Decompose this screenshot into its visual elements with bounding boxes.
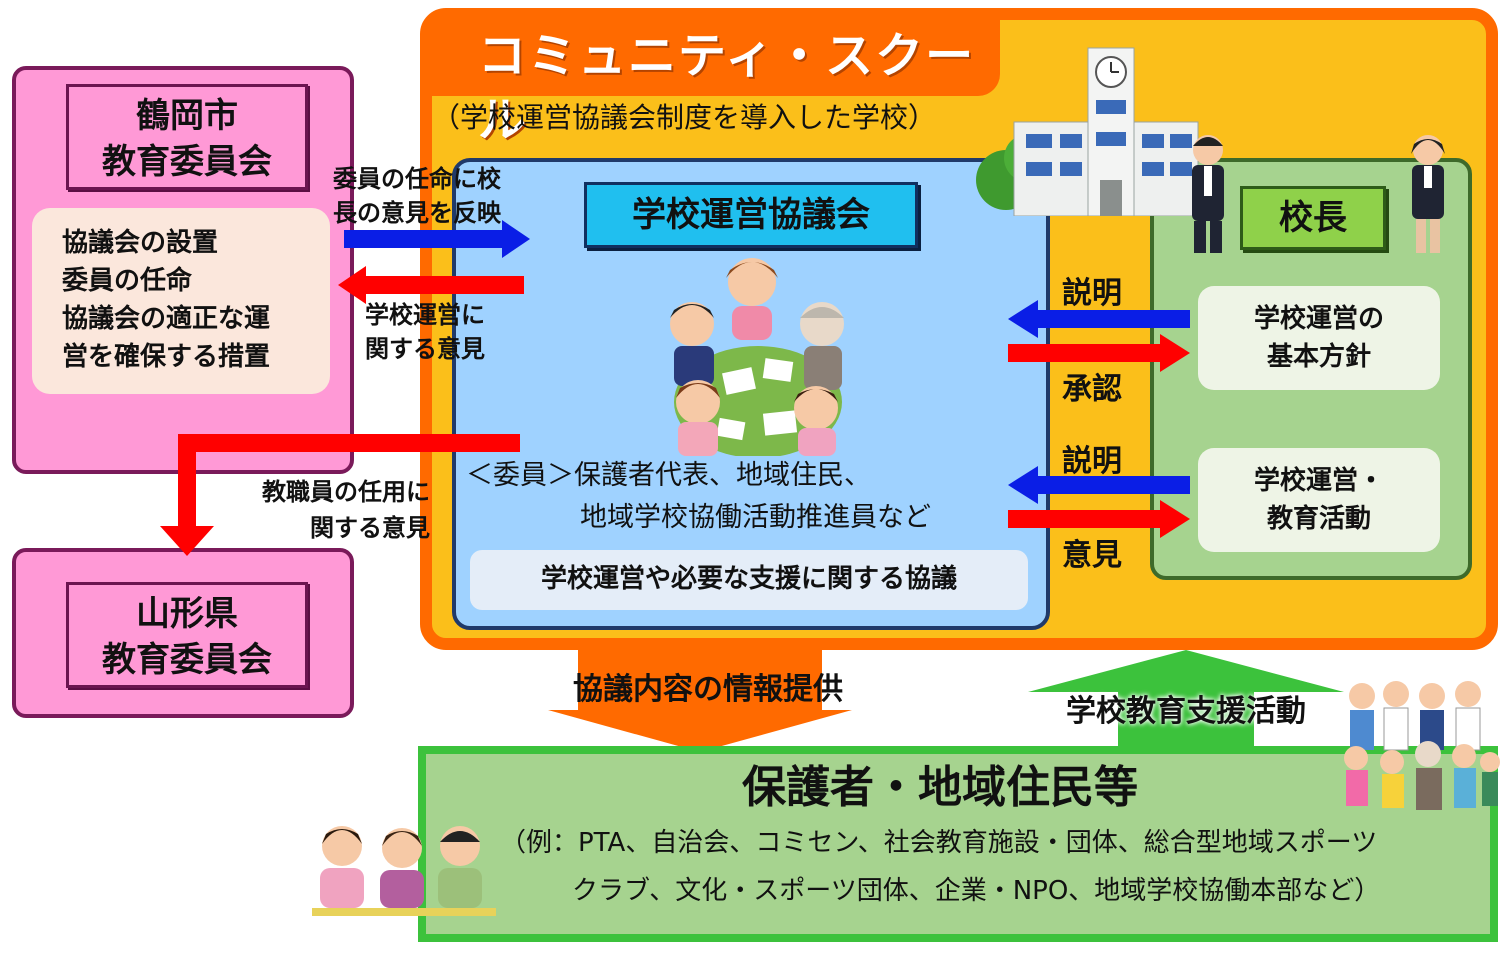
- council-members-line2: 地域学校協働活動推進員など: [580, 502, 931, 533]
- tsuruoka-title-line2: 教育委員会: [102, 142, 272, 182]
- arrow-support-activity: [1028, 650, 1344, 752]
- community-school-title-tab: [432, 20, 1000, 96]
- mgmt-opinion-line2: 関する意見: [365, 335, 485, 363]
- council-deliberation-box: 学校運営や必要な支援に関する協議: [470, 550, 1028, 610]
- community-box: [418, 746, 1498, 942]
- arrow-approve: [1008, 334, 1190, 372]
- management-opinion-label: 学校運営に 関する意見: [350, 298, 500, 366]
- duty-item: 協議会の設置: [62, 228, 219, 258]
- policy-box: 学校運営の 基本方針: [1198, 286, 1440, 390]
- policy-line2: 基本方針: [1266, 342, 1371, 372]
- school-building-illustration: [976, 47, 1199, 216]
- info-provide-label: 協議内容の情報提供: [573, 672, 843, 707]
- staff-opinion-line1: 教職員の任用に: [262, 478, 430, 506]
- appointment-line2: 長の意見を反映: [333, 199, 501, 227]
- council-members-line1: ＜委員＞保護者代表、地域住民、: [466, 460, 871, 491]
- tsuruoka-duties-box: 協議会の設置 委員の任命 協議会の適正な運 営を確保する措置: [32, 208, 330, 394]
- appointment-label: 委員の任命に校 長の意見を反映: [318, 162, 516, 230]
- yamagata-board-title: 山形県 教育委員会: [66, 582, 308, 688]
- tsuruoka-title-line1: 鶴岡市: [136, 96, 238, 136]
- staff-opinion-line2: 関する意見: [310, 514, 430, 542]
- duty-item: 協議会の適正な運: [62, 304, 271, 334]
- arrow-appointment: [344, 220, 530, 258]
- opinion-label: 意見: [1062, 538, 1122, 573]
- arrow-info-provide: [548, 650, 852, 752]
- duty-item: 営を確保する措置: [62, 342, 271, 372]
- meeting-illustration: [670, 258, 844, 456]
- principal-title: 校長: [1240, 186, 1386, 250]
- education-activity-box: 学校運営・ 教育活動: [1198, 448, 1440, 552]
- arrow-management-opinion: [338, 266, 524, 304]
- staff-opinion-label: 教職員の任用に 関する意見: [230, 474, 430, 546]
- community-examples-line2: クラブ、文化・スポーツ団体、企業・NPO、地域学校協働本部など）: [572, 876, 1381, 906]
- arrow-explain-policy: [1008, 300, 1190, 338]
- community-school-subtitle: （学校運営協議会制度を導入した学校）: [432, 101, 937, 134]
- policy-line1: 学校運営の: [1253, 304, 1384, 334]
- appointment-line1: 委員の任命に校: [333, 165, 501, 193]
- arrow-explain-activity: [1008, 466, 1190, 504]
- arrow-opinion: [1008, 500, 1190, 538]
- yamagata-title-line1: 山形県: [136, 594, 238, 634]
- explain-label-2: 説明: [1062, 444, 1122, 479]
- mgmt-opinion-line1: 学校運営に: [365, 301, 485, 329]
- residents-illustration: [312, 826, 496, 916]
- school-council-title: 学校運営協議会: [584, 182, 918, 248]
- activity-line1: 学校運営・: [1253, 466, 1384, 496]
- support-activity-label: 学校教育支援活動: [1066, 694, 1306, 729]
- approve-label: 承認: [1062, 372, 1122, 407]
- duty-item: 委員の任命: [62, 266, 193, 296]
- community-title: 保護者・地域住民等: [742, 762, 1138, 813]
- principal-people-illustration: [1192, 135, 1445, 253]
- crowd-illustration: [1344, 681, 1500, 810]
- community-school-title: コミュニティ・スクール: [478, 28, 976, 148]
- arrow-staff-opinion: [160, 434, 520, 556]
- explain-label-1: 説明: [1062, 276, 1122, 311]
- tsuruoka-board-title: 鶴岡市 教育委員会: [66, 84, 308, 190]
- yamagata-title-line2: 教育委員会: [102, 640, 272, 680]
- activity-line2: 教育活動: [1266, 504, 1371, 534]
- community-examples-line1: （例：PTA、自治会、コミセン、社会教育施設・団体、総合型地域スポーツ: [500, 828, 1378, 858]
